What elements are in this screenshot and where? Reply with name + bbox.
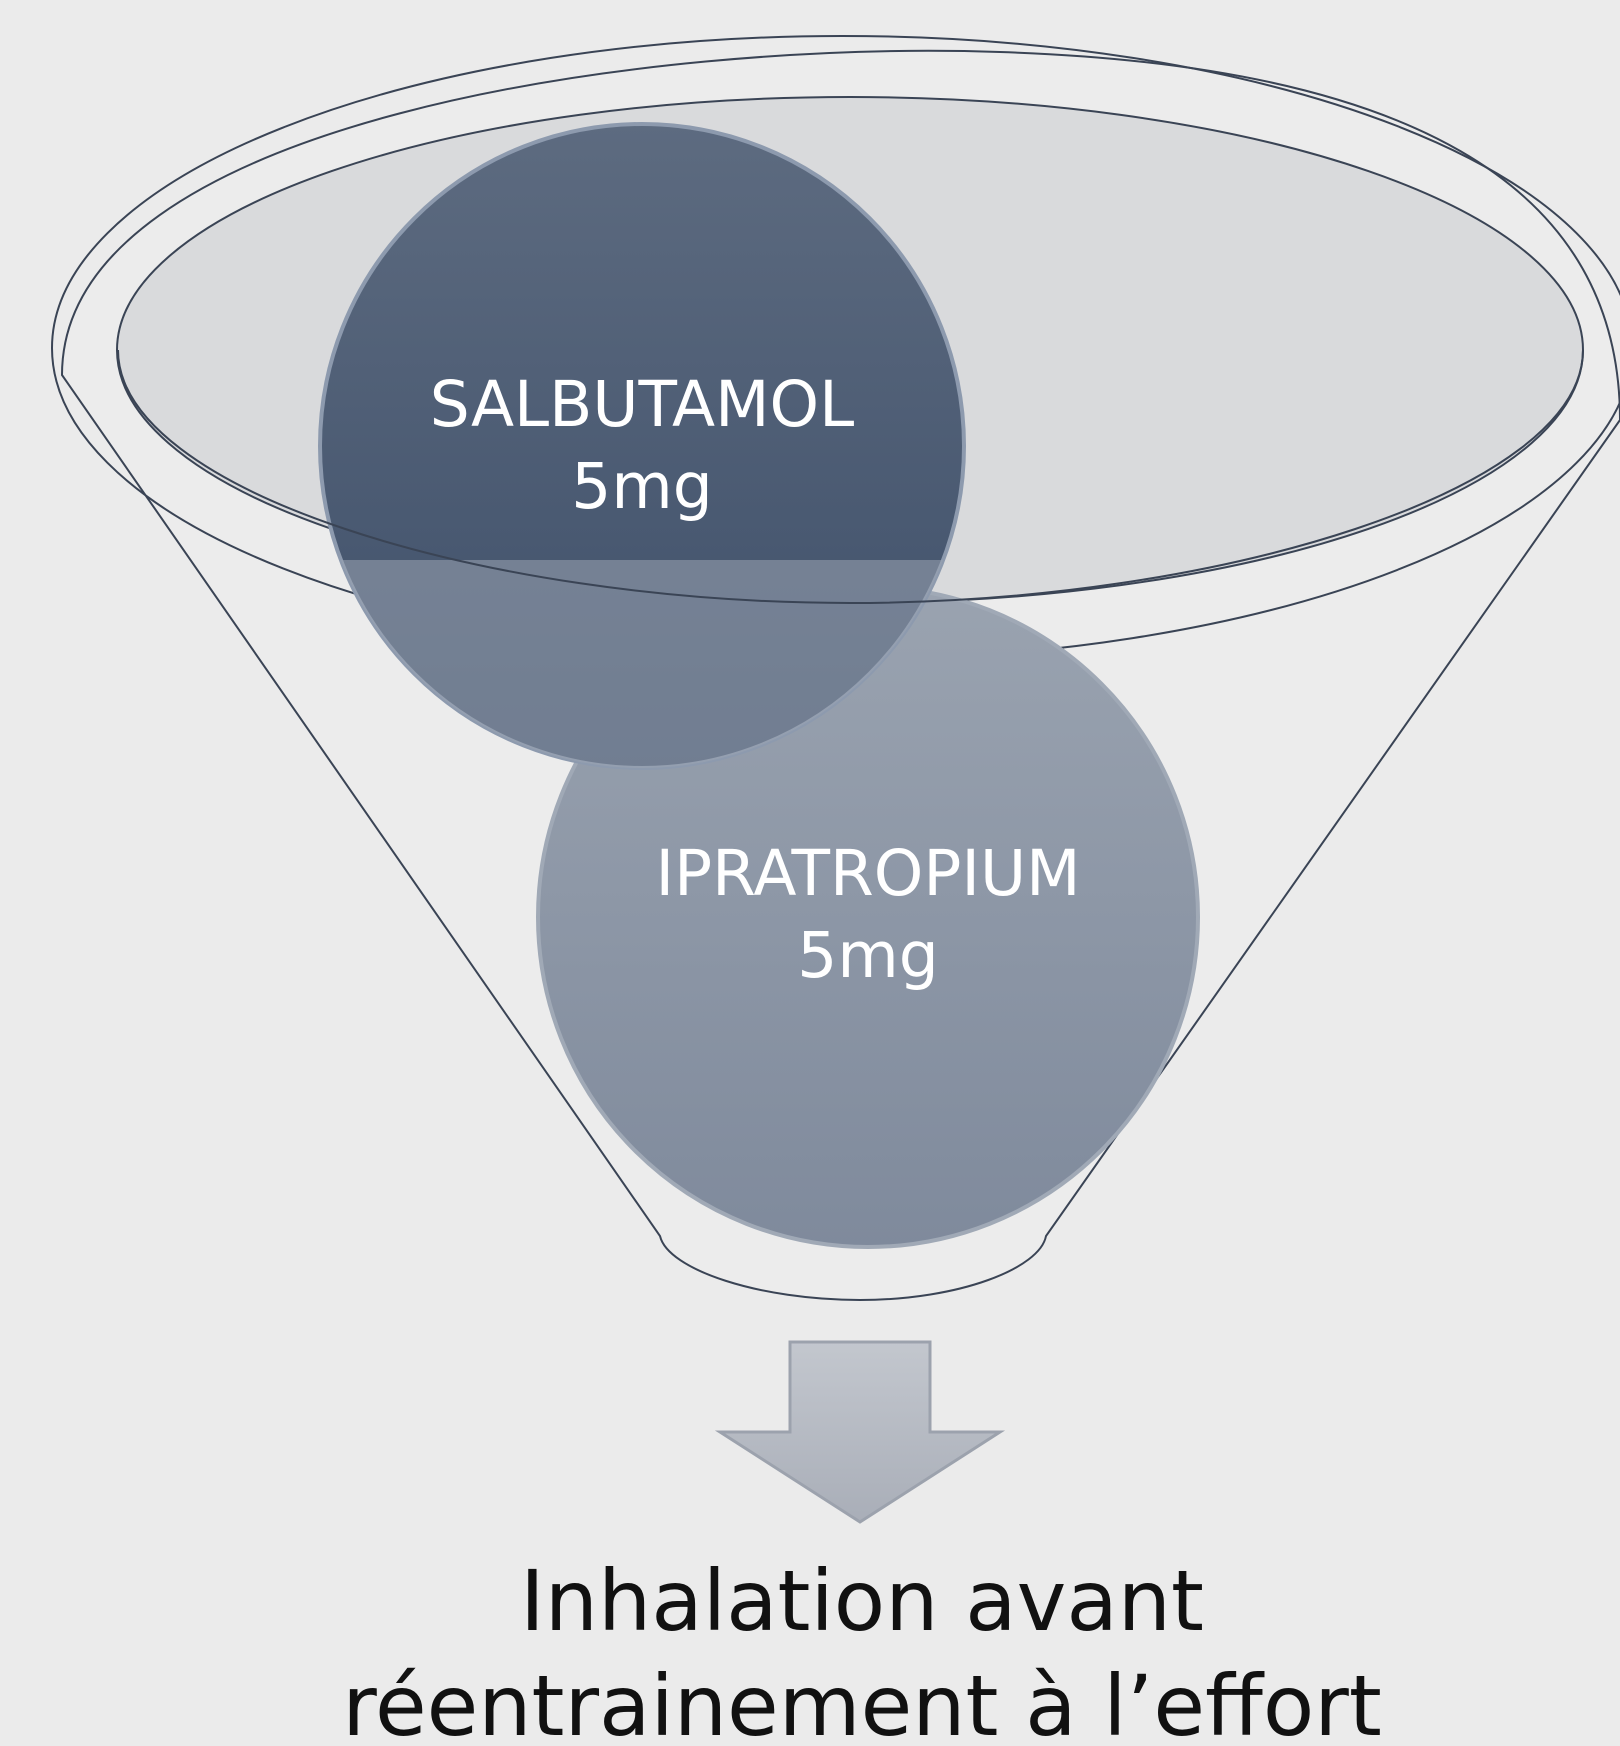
salbutamol-name: SALBUTAMOL [430, 368, 854, 441]
ipratropium-dose: 5mg [797, 919, 938, 992]
output-line-1: Inhalation avant [520, 1552, 1204, 1650]
funnel-rim-front-edge [117, 349, 1584, 605]
salbutamol-dose: 5mg [571, 450, 712, 523]
down-arrow-icon [714, 1340, 1006, 1524]
ipratropium-name: IPRATROPIUM [656, 837, 1081, 910]
output-line-2: réentrainement à l’effort [342, 1657, 1382, 1746]
